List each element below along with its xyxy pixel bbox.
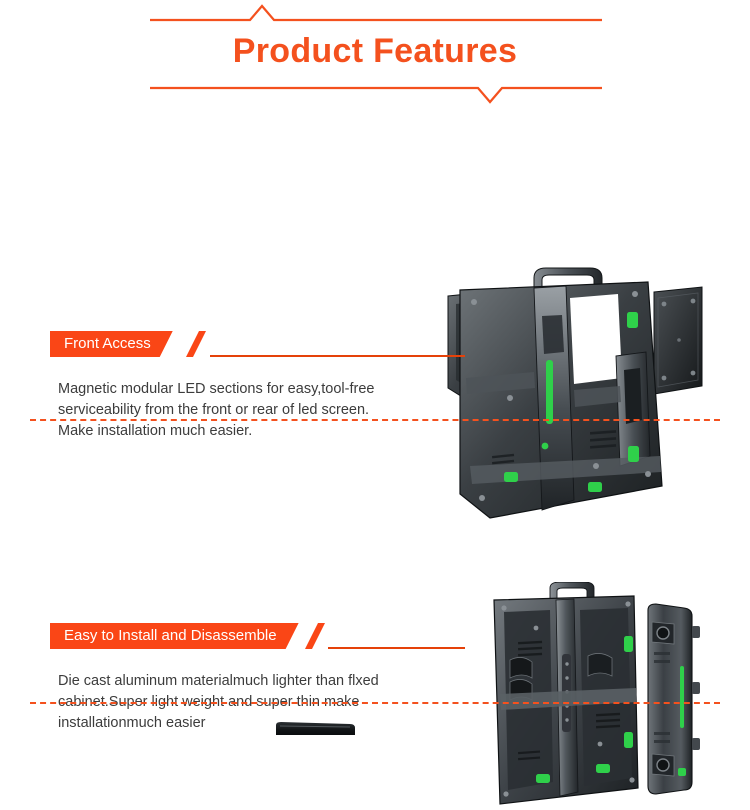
section-label-front-access: Front Access [50,331,173,357]
easy-install-text-block: Easy to Install and Disassemble Die cast… [50,623,465,734]
detached-module-panel [653,286,703,395]
cabinet-handle [533,267,603,291]
section-divider-1 [30,419,720,421]
header-top-rule [150,2,602,24]
body-line: serviceability from the front or rear of… [58,402,370,418]
front-access-label-row: Front Access [50,331,465,357]
body-line: Magnetic modular LED sections for easy,t… [58,381,375,397]
section-divider-2 [30,702,720,704]
label-underline [328,647,465,649]
cabinet-main-frame [459,281,663,519]
easy-install-label-row: Easy to Install and Disassemble [50,623,465,649]
green-latch [536,774,550,783]
led-cabinet-third-view-cropped-image [272,721,362,735]
page-title: Product Features [232,32,518,70]
front-access-text-block: Front Access Magnetic modular LED sectio… [50,331,465,442]
body-line: Die cast aluminum materialmuch lighter t… [58,673,379,689]
cabinet-side-profile [647,603,700,795]
label-dart-accent [305,623,325,649]
green-latch [624,636,633,652]
led-cabinet-rear-and-side-profile-image [488,582,704,810]
green-latch [624,732,633,748]
page-header: Product Features [0,0,750,120]
green-latch [628,446,639,462]
body-line: Make installation much easier. [58,423,253,439]
body-line: installationmuch easier [58,715,206,731]
green-latch [588,482,602,492]
cabinet-rear-view [493,582,639,805]
led-cabinet-rear-with-detached-module-image [430,260,720,525]
label-dart-accent [186,331,206,357]
section-label-easy-install: Easy to Install and Disassemble [50,623,299,649]
header-bottom-rule [150,84,602,106]
green-latch [596,764,610,773]
green-latch [627,312,638,328]
front-access-body: Magnetic modular LED sections for easy,t… [50,379,425,442]
label-underline [210,355,465,357]
green-latch [504,472,518,482]
